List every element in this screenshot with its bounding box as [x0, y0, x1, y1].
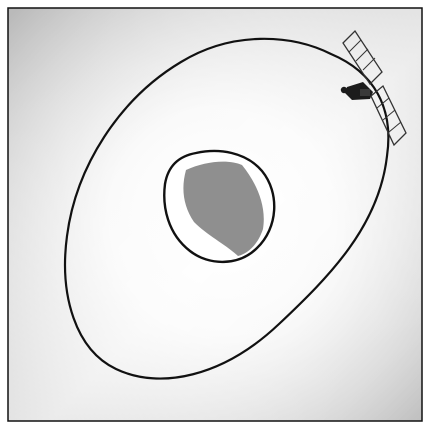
- orbit-diagram: [0, 0, 430, 429]
- diagram-canvas: [0, 0, 430, 429]
